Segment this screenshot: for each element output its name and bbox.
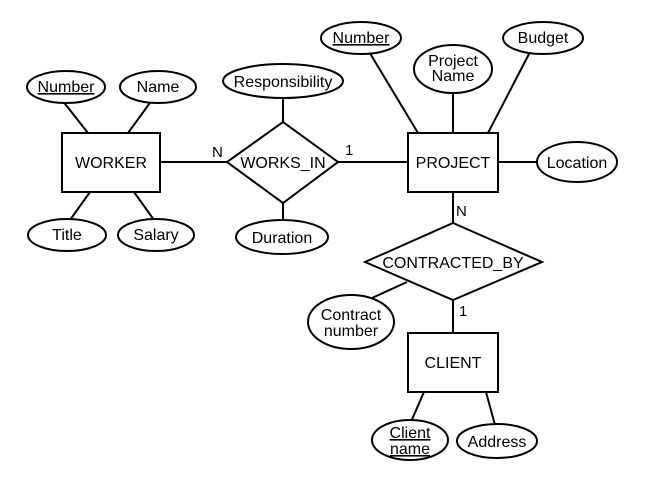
attribute-worker-salary[interactable]: Salary: [117, 218, 195, 252]
edge-worker-name: [127, 99, 153, 134]
edge-contract-number-contracted-by: [371, 281, 408, 299]
relationship-contracted-by[interactable]: CONTRACTED_BY: [362, 221, 545, 302]
attribute-project-number[interactable]: Number: [320, 21, 402, 55]
attribute-ellipse: [536, 141, 618, 183]
cardinality-worker-works-in: N: [212, 144, 223, 161]
cardinalities: N 1 N 1: [212, 142, 467, 320]
attribute-label: Address: [468, 434, 527, 451]
cardinality-contracted-by-client: 1: [459, 303, 467, 320]
attribute-address[interactable]: Address: [456, 423, 538, 459]
edge-worker-salary: [133, 191, 155, 221]
attribute-ellipse: [117, 218, 195, 252]
edge-project-budget: [487, 51, 531, 134]
attribute-label: Location: [547, 155, 608, 172]
attribute-project-name[interactable]: Project Name: [413, 44, 493, 94]
attribute-label: Budget: [518, 30, 569, 47]
attribute-label-line1: Project: [428, 53, 478, 70]
attribute-label-key: Number: [38, 79, 96, 96]
attribute-ellipse: [371, 419, 449, 461]
attribute-label-key-line2: name: [390, 441, 430, 458]
attribute-label-line2: Name: [432, 68, 475, 85]
entity-box: [407, 132, 499, 193]
attribute-ellipse: [235, 219, 329, 255]
relationship-works-in[interactable]: WORKS_IN: [225, 120, 340, 205]
entity-box: [61, 132, 161, 193]
entity-label: CLIENT: [425, 355, 482, 372]
attribute-label: Duration: [252, 230, 312, 247]
attribute-ellipse: [320, 21, 402, 55]
cardinality-works-in-project: 1: [345, 142, 353, 159]
attribute-label: Responsibility: [234, 74, 333, 91]
attribute-ellipse: [26, 70, 106, 104]
attribute-ellipse: [222, 63, 344, 99]
attribute-ellipse: [307, 294, 395, 350]
attribute-ellipse: [27, 218, 107, 252]
entity-label: WORKER: [75, 155, 147, 172]
attribute-ellipse: [502, 21, 584, 55]
attribute-label: Salary: [133, 227, 178, 244]
attribute-label: Name: [137, 79, 180, 96]
cardinality-project-contracted-by: N: [456, 203, 467, 220]
relationship-diamond: [362, 221, 545, 302]
attribute-label-line2: number: [324, 323, 379, 340]
attribute-worker-name[interactable]: Name: [119, 70, 197, 104]
edge-client-name: [409, 391, 425, 425]
attribute-label-line1: Contract: [321, 307, 382, 324]
relationship-diamond: [225, 120, 340, 205]
attribute-ellipse: [456, 423, 538, 459]
entity-client[interactable]: CLIENT: [407, 332, 499, 393]
attribute-worker-number[interactable]: Number: [26, 70, 106, 104]
attribute-duration[interactable]: Duration: [235, 219, 329, 255]
relationship-label: CONTRACTED_BY: [382, 255, 524, 272]
attribute-ellipse: [413, 44, 493, 94]
entity-box: [407, 332, 499, 393]
connectors: [61, 49, 538, 426]
entity-label: PROJECT: [416, 155, 491, 172]
edge-worker-number: [61, 99, 89, 134]
attribute-budget[interactable]: Budget: [502, 21, 584, 55]
entity-project[interactable]: PROJECT: [407, 132, 499, 193]
attribute-location[interactable]: Location: [536, 141, 618, 183]
attribute-client-name[interactable]: Client name: [371, 419, 449, 461]
edge-worker-title: [69, 191, 91, 221]
attribute-ellipse: [119, 70, 197, 104]
attribute-label-key-line1: Client: [390, 425, 431, 442]
attribute-responsibility[interactable]: Responsibility: [222, 63, 344, 99]
edge-client-address: [485, 391, 496, 426]
edge-project-number: [367, 49, 419, 134]
attribute-contract-number[interactable]: Contract number: [307, 294, 395, 350]
attribute-label: Title: [52, 227, 82, 244]
entity-worker[interactable]: WORKER: [61, 132, 161, 193]
attribute-label-key: Number: [333, 30, 391, 47]
relationship-label: WORKS_IN: [240, 155, 325, 172]
attribute-worker-title[interactable]: Title: [27, 218, 107, 252]
